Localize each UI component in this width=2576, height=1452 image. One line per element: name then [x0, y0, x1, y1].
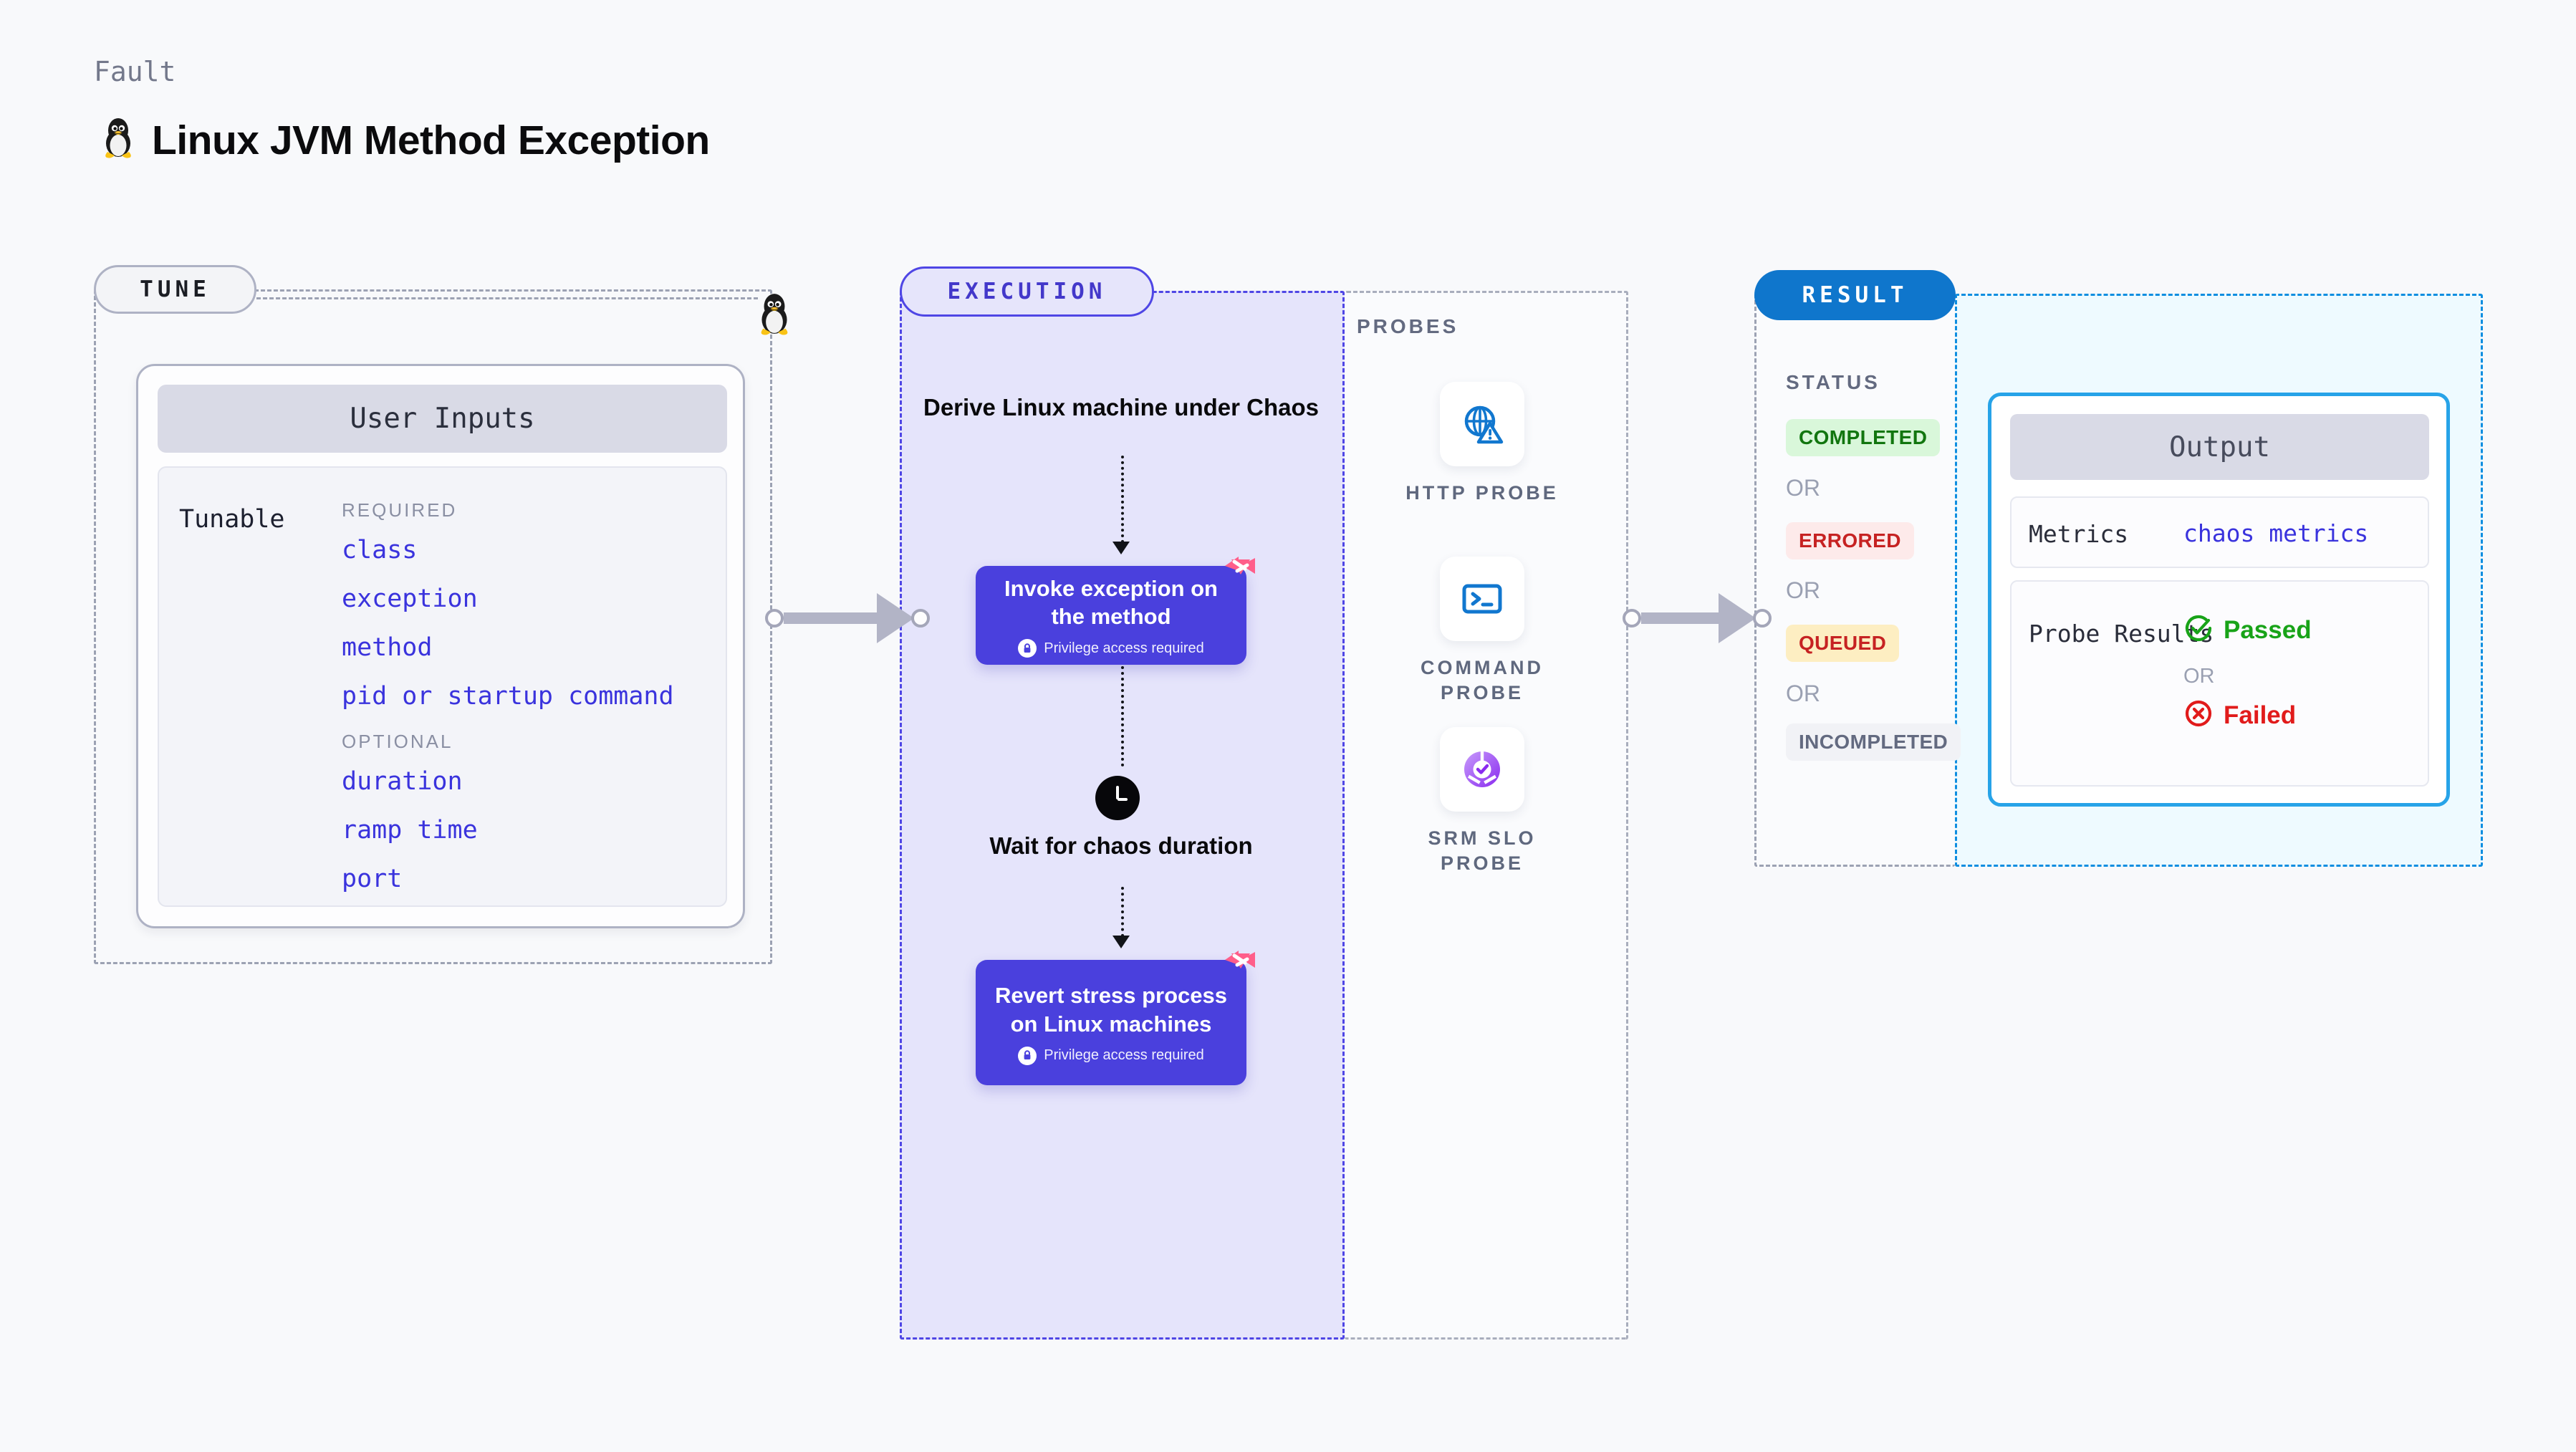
revert-stress-step[interactable]: Revert stress process on Linux machines …: [976, 951, 1255, 1085]
x-circle-icon: [2183, 698, 2214, 732]
connector-end-dot: [1753, 609, 1772, 628]
probe-result-or-separator: OR: [2183, 665, 2215, 688]
linux-penguin-icon: [100, 115, 136, 165]
probe-result-failed-label: Failed: [2224, 701, 2297, 729]
tunable-section-heading: OPTIONAL: [342, 731, 453, 752]
probe-result-passed: Passed: [2183, 613, 2312, 647]
connector-arrowhead-icon: [877, 593, 914, 643]
invoke-step-note: Privilege access required: [1018, 639, 1204, 658]
tunable-item-exception[interactable]: exception: [342, 585, 478, 613]
connector-line: [1641, 612, 1719, 624]
tune-stage-pill[interactable]: TUNE: [94, 265, 256, 314]
output-metrics-key: Metrics: [2029, 520, 2129, 548]
tunable-item-ramp-time[interactable]: ramp time: [342, 816, 478, 845]
output-metrics-row: Metrics chaos metrics: [2010, 496, 2429, 568]
status-badge-errored: ERRORED: [1786, 522, 1914, 559]
probe-http-label: HTTP PROBE: [1405, 482, 1559, 504]
page-title: Linux JVM Method Exception: [100, 115, 710, 165]
probes-label: PROBES: [1357, 315, 1459, 337]
status-or-separator: OR: [1786, 475, 1820, 501]
derive-step-label: Derive Linux machine under Chaos: [923, 394, 1319, 420]
tunable-body: Tunable REQUIRED class exception method …: [158, 466, 727, 907]
output-card-title: Output: [2010, 414, 2429, 480]
wait-step-label: Wait for chaos duration: [989, 832, 1253, 859]
terminal-icon: [1440, 557, 1524, 641]
revert-step-note: Privilege access required: [1018, 1046, 1204, 1065]
output-probe-results-key: Probe Results: [2029, 619, 2214, 648]
connector-tune-to-execution: [765, 593, 930, 643]
lock-icon: [1018, 639, 1037, 658]
status-badge-incompleted: INCOMPLETED: [1786, 723, 1961, 761]
check-circle-icon: [2183, 613, 2214, 647]
status-or-separator: OR: [1786, 577, 1820, 603]
fault-kicker: Fault: [94, 56, 176, 87]
probe-srm-slo[interactable]: SRM SLO PROBE: [1400, 727, 1565, 876]
flow-line: [1121, 887, 1124, 937]
lock-icon: [1018, 1046, 1037, 1065]
connector-end-dot: [911, 609, 930, 628]
user-inputs-title: User Inputs: [158, 385, 727, 453]
probe-http[interactable]: HTTP PROBE: [1400, 382, 1565, 506]
tunable-item-port[interactable]: port: [342, 865, 403, 893]
result-status-panel: [1754, 294, 1955, 867]
status-badge-completed: COMPLETED: [1786, 419, 1941, 456]
status-or-separator: OR: [1786, 681, 1820, 706]
flow-line: [1121, 666, 1124, 766]
connector-start-dot: [765, 609, 784, 628]
probe-result-failed: Failed: [2183, 698, 2296, 732]
slo-donut-check-icon: [1440, 727, 1524, 812]
globe-warning-icon: [1440, 382, 1524, 466]
probe-command-label: COMMAND PROBE: [1421, 657, 1544, 704]
output-probe-results-row: Probe Results Passed OR: [2010, 580, 2429, 787]
revert-step-note-text: Privilege access required: [1044, 1047, 1204, 1064]
tunable-section-heading: REQUIRED: [342, 499, 458, 521]
connector-start-dot: [1623, 609, 1641, 628]
probe-srm-slo-label: SRM SLO PROBE: [1428, 827, 1537, 875]
user-inputs-card: User Inputs Tunable REQUIRED class excep…: [136, 364, 745, 928]
harness-chaos-icon: [1221, 550, 1259, 587]
connector-line: [784, 612, 877, 624]
status-badge-queued: QUEUED: [1786, 625, 1900, 662]
clock-icon: [1095, 776, 1140, 820]
status-label: STATUS: [1786, 371, 1880, 393]
tunable-item-duration[interactable]: duration: [342, 767, 463, 796]
tunable-item-method[interactable]: method: [342, 633, 433, 662]
execution-stage-pill[interactable]: EXECUTION: [900, 266, 1154, 317]
tunable-item-pid-or-startup-command[interactable]: pid or startup command: [342, 682, 674, 711]
output-probe-results-key-text: Probe Results: [2029, 620, 2214, 648]
page-title-text: Linux JVM Method Exception: [152, 117, 710, 163]
tunable-label: Tunable: [179, 505, 285, 534]
invoke-exception-step[interactable]: Invoke exception on the method Privilege…: [976, 557, 1255, 665]
invoke-step-note-text: Privilege access required: [1044, 640, 1204, 656]
invoke-step-title: Invoke exception on the method: [1004, 575, 1218, 629]
linux-penguin-icon: [756, 290, 793, 343]
result-stage-pill[interactable]: RESULT: [1754, 270, 1956, 320]
flow-arrowhead-icon: [1112, 542, 1130, 554]
harness-chaos-icon: [1221, 944, 1259, 981]
connector-arrowhead-icon: [1719, 593, 1756, 643]
flow-arrowhead-icon: [1112, 936, 1130, 948]
flow-line: [1121, 456, 1124, 543]
connector-execution-to-result: [1623, 593, 1772, 643]
output-card: Output Metrics chaos metrics Probe Resul…: [1988, 393, 2450, 807]
tunable-list: REQUIRED class exception method pid or s…: [342, 499, 714, 913]
probe-command[interactable]: COMMAND PROBE: [1400, 557, 1565, 706]
probe-result-passed-label: Passed: [2224, 615, 2312, 644]
chaos-metrics-link[interactable]: chaos metrics: [2183, 519, 2369, 547]
tune-top-connector-line: [256, 297, 758, 299]
revert-step-title: Revert stress process on Linux machines: [995, 983, 1227, 1037]
tunable-item-class[interactable]: class: [342, 536, 418, 564]
